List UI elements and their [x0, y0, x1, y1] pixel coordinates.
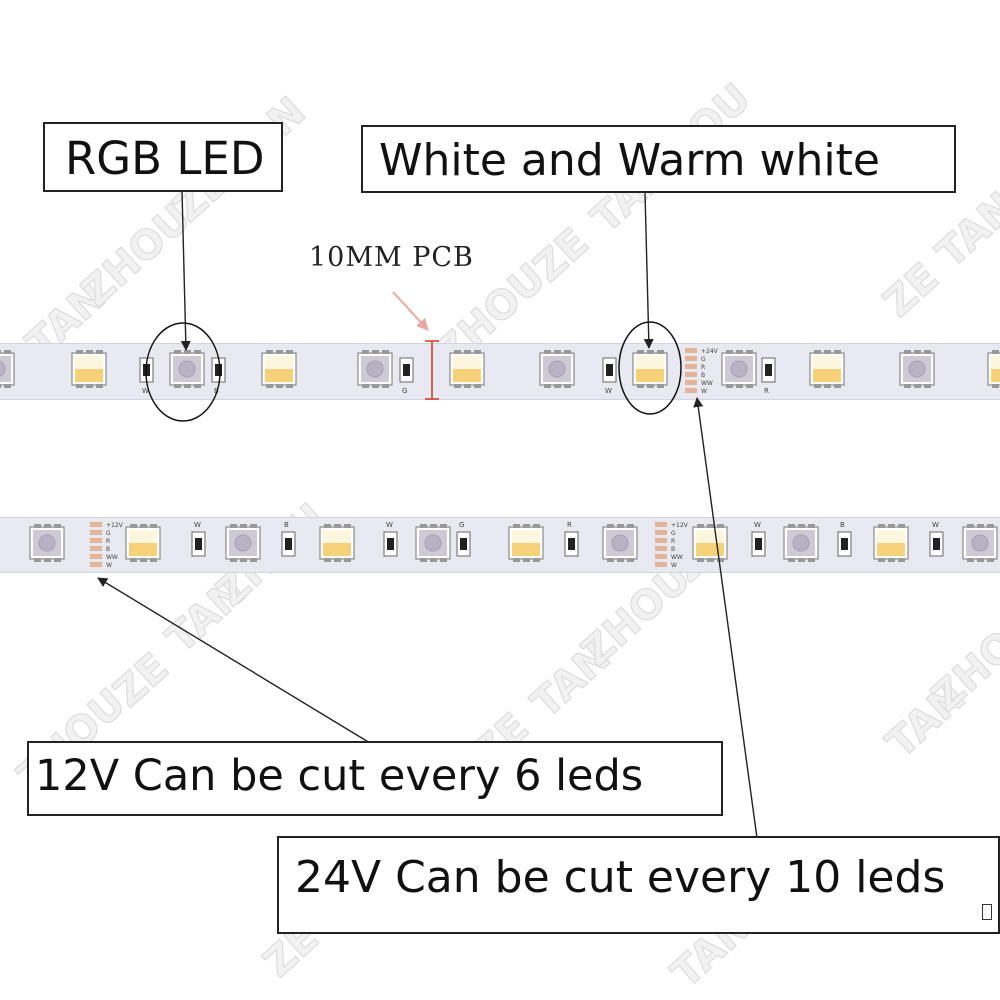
- pad-label: B: [106, 546, 110, 553]
- white-callout-line: [643, 192, 654, 349]
- watermark-text: ZE: [525, 219, 598, 291]
- resistor: [929, 531, 944, 557]
- watermark-text: ZE: [875, 254, 948, 326]
- pcb-arrow: [392, 291, 429, 331]
- watermark-text: ZHOU: [923, 600, 1000, 720]
- resistor: [761, 357, 776, 383]
- led-chip: [357, 350, 393, 388]
- cut-12v-label-box: 12V Can be cut every 6 leds: [27, 741, 723, 816]
- resistor: [191, 531, 206, 557]
- led-chip: [449, 350, 485, 388]
- led-chip: [539, 350, 575, 388]
- resistor-mark: R: [764, 387, 769, 395]
- pad-label: G: [701, 356, 706, 363]
- watermark-text: ZHOU: [73, 195, 200, 315]
- led-chip: [319, 524, 355, 562]
- resistor: [211, 357, 226, 383]
- resistor-mark: W: [932, 521, 939, 529]
- led-chip: [783, 524, 819, 562]
- led-chip: [71, 350, 107, 388]
- pad-label: R: [106, 538, 110, 545]
- pad-label: W: [701, 388, 707, 395]
- pad-label: W: [106, 562, 112, 569]
- watermark-text: TAN: [523, 634, 620, 727]
- watermark-text: ZHOU: [573, 555, 700, 675]
- rgb-led-label: RGB LED: [65, 132, 265, 185]
- led-chip: [602, 524, 638, 562]
- led-chip: [261, 350, 297, 388]
- led-chip: [508, 524, 544, 562]
- led-chip: [873, 524, 909, 562]
- resistor-mark: W: [386, 521, 393, 529]
- cut-24v-label: 24V Can be cut every 10 leds: [295, 852, 946, 903]
- pad-label: WW: [701, 380, 713, 387]
- pad-label: +12V: [671, 522, 689, 529]
- resistor: [837, 531, 852, 557]
- resistor-mark: B: [840, 521, 845, 529]
- resistor-mark: W: [754, 521, 761, 529]
- led-chip: [899, 350, 935, 388]
- resistor: [139, 357, 154, 383]
- pad-label: +12V: [106, 522, 124, 529]
- white-warm-label: White and Warm white: [379, 135, 880, 186]
- resistor-mark: W: [142, 387, 149, 395]
- resistor: [564, 531, 579, 557]
- pad-label: WW: [671, 554, 683, 561]
- led-chip: [225, 524, 261, 562]
- resistor-mark: G: [459, 521, 464, 529]
- rgb-led-label-box: RGB LED: [43, 122, 283, 192]
- rgb-callout-line: [180, 190, 191, 351]
- white-warm-label-box: White and Warm white: [361, 125, 956, 193]
- resistor-mark: B: [214, 387, 219, 395]
- resistor: [281, 531, 296, 557]
- cut-12v-callout-line: [97, 577, 371, 744]
- pad-label: R: [671, 538, 675, 545]
- pad-label: G: [106, 530, 111, 537]
- resistor-mark: G: [402, 387, 407, 395]
- resistor-mark: W: [194, 521, 201, 529]
- cut-12v-label: 12V Can be cut every 6 leds: [35, 751, 644, 801]
- led-chip: [721, 350, 757, 388]
- pad-label: W: [671, 562, 677, 569]
- corner-mark: [982, 904, 992, 920]
- pad-label: +24V: [701, 348, 719, 355]
- watermark-text: TAN: [928, 184, 1000, 277]
- led-chip: [29, 524, 65, 562]
- led-chip: [632, 350, 668, 388]
- resistor-mark: R: [567, 521, 572, 529]
- resistor: [399, 357, 414, 383]
- resistor: [602, 357, 617, 383]
- resistor: [383, 531, 398, 557]
- led-chip: [169, 350, 205, 388]
- pcb-width-label: 10MM PCB: [309, 242, 474, 273]
- resistor-mark: B: [284, 521, 289, 529]
- cut-24v-label-box: 24V Can be cut every 10 leds: [277, 836, 1000, 934]
- pad-label: G: [671, 530, 676, 537]
- watermark-text: TAN: [878, 674, 975, 767]
- led-chip: [692, 524, 728, 562]
- led-chip: [962, 524, 998, 562]
- watermark-text: ZE: [105, 644, 178, 716]
- pad-label: B: [701, 372, 705, 379]
- resistor-mark: W: [605, 387, 612, 395]
- resistor: [456, 531, 471, 557]
- led-chip: [415, 524, 451, 562]
- pad-label: R: [701, 364, 705, 371]
- led-chip: [809, 350, 845, 388]
- pad-label: B: [671, 546, 675, 553]
- led-chip: [0, 350, 15, 388]
- led-chip: [987, 350, 1000, 388]
- watermark-text: TAN: [158, 569, 255, 662]
- led-chip: [125, 524, 161, 562]
- resistor: [751, 531, 766, 557]
- pad-label: WW: [106, 554, 118, 561]
